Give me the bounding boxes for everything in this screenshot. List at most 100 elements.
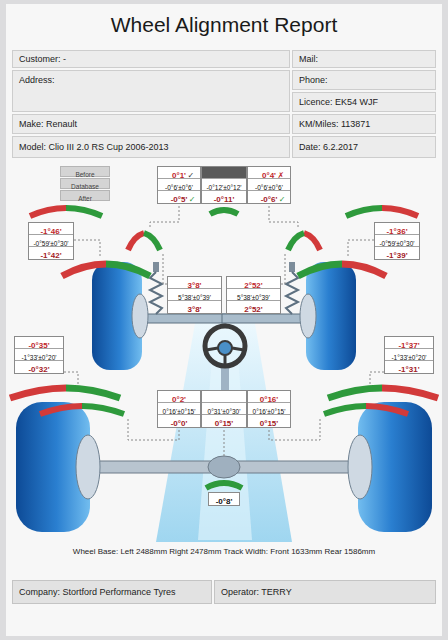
field-text: Licence: EK54 WJF [299,97,378,107]
table-row: -0°6'±0°6' [158,179,200,191]
form-field: Make: Renault [12,114,290,134]
rear-hub [76,435,100,499]
angle-value: -1°42' [40,251,61,260]
table-row: 0°2' [158,391,200,403]
table-row: -0°0' [158,415,200,427]
camber-gauge [30,208,66,216]
camber-value-table: -0°35' -1°33'±0°20' -0°32' [14,336,64,374]
table-row: -1°37' [385,337,433,349]
steering-hub [218,341,232,355]
angle-value: -0°59'±0°30' [33,240,68,247]
camber-value-table: -1°36' -0°59'±0°30' -1°39' [374,222,420,260]
form-field: Licence: EK54 WJF [292,92,436,112]
angle-value: -1°33'±0°20' [391,354,426,361]
thrust-gauge [206,483,242,488]
angle-value: 3°8' [188,305,202,314]
dimensions-note: Wheel Base: Left 2488mm Right 2478mm Tra… [0,546,448,558]
angle-value: 0°15' [260,419,278,428]
check-mark: ✓ [188,170,195,182]
leader-line [74,240,100,258]
form-field: KM/Miles: 113871 [292,114,436,134]
field-text: Customer: - [19,54,66,64]
caster-value-table: 2°52'5°38'±0°39'2°52' [226,276,281,314]
table-row: 5°38'±0°39' [168,289,221,301]
right-half [222,202,438,532]
angle-value: -0°6' [261,195,278,204]
row-key-text: Database [71,183,99,190]
leader-line [150,202,179,228]
angle-value: -1°31' [398,365,419,374]
angle-value: -0°11' [214,195,235,204]
shock-absorber [153,262,159,272]
leader-line [224,426,225,457]
table-row: -1°42' [29,247,73,259]
angle-value: -1°33'±0°20' [21,354,56,361]
empty-cell [202,167,246,179]
table-row: Before [60,166,110,177]
field-text: Address: [19,75,55,85]
table-row: Database [60,178,110,189]
table-row: -1°39' [375,247,419,259]
camber-value-table: -1°46' -0°59'±0°30' -1°42' [28,222,74,260]
rear-toe-gauge [40,406,82,414]
angle-value: -1°39' [386,251,407,260]
left-half [10,202,226,532]
field-text: Company: Stortford Performance Tyres [19,587,175,597]
caster-value-table: 3°8'5°38'±0°39'3°8' [167,276,222,314]
table-row: -0°12'±0°12' [202,179,246,191]
table-row: 0°15' [202,415,246,427]
operator-field: Operator: TERRY [214,580,436,604]
angle-value: -0°8' [216,497,233,506]
form-field: Address: [12,70,290,112]
total-toe-table: 0°31'±0°30' 0°15' [201,390,247,428]
cross-mark: ✗ [278,170,285,182]
table-row: -1°36' [375,223,419,235]
table-row: -0°35' [15,337,63,349]
field-text: Make: Renault [19,119,77,129]
chassis-highlight [198,330,252,540]
angle-value: -0°5' [171,195,188,204]
paper-sheet [6,4,442,636]
caster-gauge [144,233,160,250]
leader-line [64,372,78,384]
table-row: -1°46' [29,223,73,235]
table-row: 0°15' [248,415,290,427]
table-row: -1°31' [385,361,433,373]
angle-value: -0°6'±0°6' [165,184,193,191]
report-title: Wheel Alignment Report [0,13,448,37]
angle-value: 0°15' [215,419,233,428]
steering-spoke [232,348,244,350]
table-row: 3°8' [168,301,221,313]
table-row: -0°6'±0°6' [248,179,290,191]
front-hub [132,294,148,338]
angle-value: -0°59'±0°30' [379,240,414,247]
table-row: -0°11' [202,191,246,203]
row-key-text: After [78,195,92,202]
check-mark: ✓ [279,194,286,206]
form-field: Customer: - [12,50,290,68]
angle-value: -0°12'±0°12' [206,184,241,191]
angle-value: 0°16'±0°15' [253,408,286,415]
angle-value: -0°0' [171,419,188,428]
table-row: 2°52' [227,301,280,313]
differential [208,456,240,478]
thrust-angle-box: -0°8' [208,492,240,506]
camber-gauge [66,208,102,216]
form-field: Model: Clio III 2.0 RS Cup 2006-2013 [12,136,290,158]
toe-gauge [106,264,150,276]
table-row: -0°59'±0°30' [375,235,419,247]
table-row: 0°16' [248,391,290,403]
angle-value: 0°31'±0°30' [208,408,241,415]
empty-cell [202,391,246,403]
form-field: Phone: [292,70,436,90]
angle-value: 0°16'±0°15' [163,408,196,415]
chassis [156,318,292,542]
field-text: Model: Clio III 2.0 RS Cup 2006-2013 [19,142,169,152]
angle-value: -0°32' [28,365,49,374]
check-mark: ✓ [189,194,196,206]
field-text: Phone: [299,75,328,85]
caster-gauge [128,233,144,250]
table-row: 2°52' [227,277,280,289]
table-row: -0°59'±0°30' [29,235,73,247]
angle-value: 5°38'±0°39' [237,294,270,301]
